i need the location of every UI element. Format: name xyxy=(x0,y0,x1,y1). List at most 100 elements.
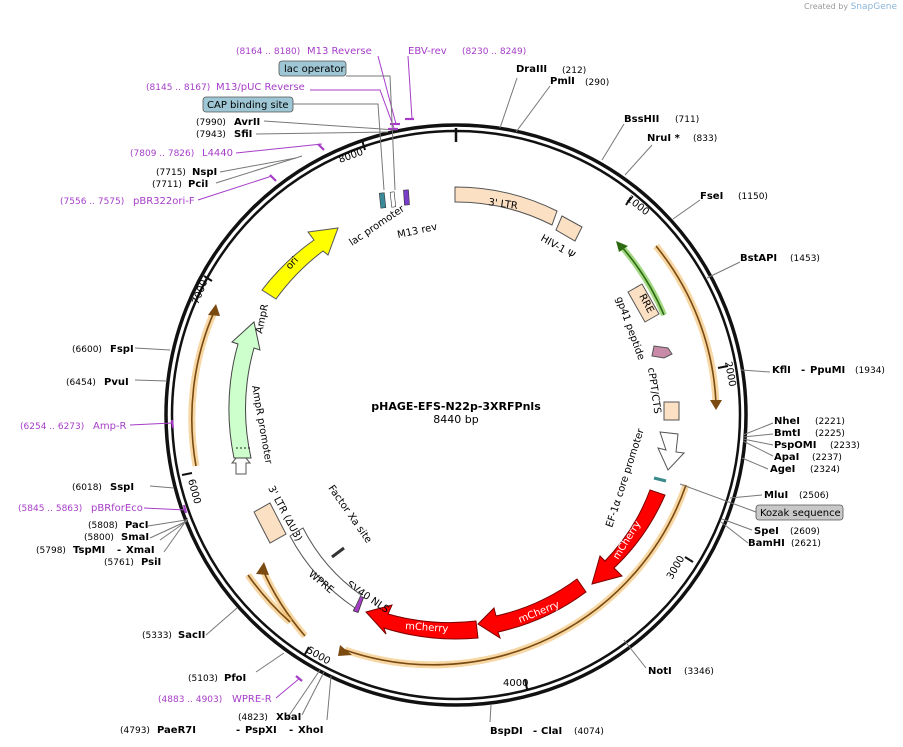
enzyme-bamhi: BamHI xyxy=(748,538,785,549)
primer-pbr322: pBR322ori-F xyxy=(133,196,195,207)
lac-operator-box xyxy=(278,60,347,77)
enzyme-smai-pos: (5800) xyxy=(84,533,114,543)
tick-7000: 7000 xyxy=(191,278,211,306)
enzyme-nhei: NheI xyxy=(774,416,800,427)
enzyme-nrui-pos: (833) xyxy=(693,134,717,144)
enzyme-fspi: FspI xyxy=(110,344,134,355)
enzyme-nspi-pos: (7715) xyxy=(156,168,186,178)
enzyme-mlui: MluI xyxy=(764,490,788,501)
enzyme-kfli-sep: - xyxy=(801,365,805,376)
cap-binding-box xyxy=(202,96,294,113)
primer-pbr322-pos: (7556 .. 7575) xyxy=(60,197,124,207)
enzyme-apai-pos: (2237) xyxy=(812,453,842,463)
enzyme-bsshii: BssHII xyxy=(624,114,659,125)
enzyme-pvui-pos: (6454) xyxy=(66,378,96,388)
primer-m13puc-pos: (8145 .. 8167) xyxy=(146,83,210,93)
enzyme-paer7i-sep: - xyxy=(236,725,240,736)
feature-ori xyxy=(261,227,339,300)
feature-ampr xyxy=(228,321,261,459)
enzyme-labels: DraIII (212) PmlI (290) BssHII (711) Nru… xyxy=(36,64,885,737)
enzyme-nrui: NruI * xyxy=(647,133,681,144)
enzyme-spei: SpeI xyxy=(754,526,779,537)
enzyme-xbai-pos: (4823) xyxy=(238,713,268,723)
feature-gp41-arrow xyxy=(651,345,673,359)
primer-m13rev-pos: (8164 .. 8180) xyxy=(236,47,300,57)
primer-m13rev: M13 Reverse xyxy=(307,46,372,57)
enzyme-nhei-pos: (2221) xyxy=(815,417,845,427)
feature-ampr-label: AmpR xyxy=(254,303,271,335)
primer-m13puc: M13/pUC Reverse xyxy=(216,82,305,93)
band-green-arrowhead xyxy=(616,241,628,252)
enzyme-pspomi-pos: (2233) xyxy=(830,441,860,451)
enzyme-apai: ApaI xyxy=(774,452,799,463)
feature-cppt-box xyxy=(663,401,680,421)
enzyme-pfoi: PfoI xyxy=(224,673,246,684)
enzyme-pspxi: PspXI xyxy=(245,725,277,736)
enzyme-noti: NotI xyxy=(648,666,672,677)
feature-lac-promoter-label: lac promoter xyxy=(348,203,408,248)
enzyme-bsshii-pos: (711) xyxy=(675,115,699,125)
tick-6000: 6000 xyxy=(185,478,202,505)
band-mcherry-region xyxy=(343,483,690,669)
feature-mcherry-2 xyxy=(477,578,587,640)
enzyme-agei-pos: (2324) xyxy=(810,465,840,475)
plasmid-name: pHAGE-EFS-N22p-3XRFPnls xyxy=(371,400,541,413)
feature-lac-operator xyxy=(389,191,397,208)
enzyme-tspmi: TspMI xyxy=(73,545,105,556)
enzyme-draiii-pos: (212) xyxy=(562,66,586,76)
primer-ebvrev: EBV-rev xyxy=(408,46,447,57)
kozak-label: Kozak sequence xyxy=(760,508,841,519)
enzyme-bmti: BmtI xyxy=(774,428,801,439)
feature-m13-rev xyxy=(403,189,410,206)
primer-labels: (8164 .. 8180) M13 Reverse EBV-rev (8230… xyxy=(18,46,526,705)
primer-ampr-pos: (6254 .. 6273) xyxy=(20,422,84,432)
feature-mcherry-3-label: mCherry xyxy=(405,621,449,635)
backbone-outer xyxy=(164,123,748,707)
band-ampr-region xyxy=(188,310,218,467)
feature-rre-box xyxy=(627,283,660,323)
enzyme-bstapi-pos: (1453) xyxy=(790,254,820,264)
feature-factorxa-mark xyxy=(331,546,345,559)
enzyme-sspi-pos: (6018) xyxy=(72,483,102,493)
enzyme-paer7i-pos: (4793) xyxy=(120,726,150,736)
tick-3000: 3000 xyxy=(665,554,687,582)
enzyme-xbai: XbaI xyxy=(276,712,301,723)
enzyme-xhoi: XhoI xyxy=(298,725,323,736)
enzyme-ppumi-pos: (1934) xyxy=(855,366,885,376)
feature-mcherry-3 xyxy=(365,604,479,640)
primer-l4440-pos: (7809 .. 7826) xyxy=(130,149,194,159)
enzyme-avrii-pos: (7990) xyxy=(196,118,226,128)
primer-pbrforeco-pos: (5845 .. 5863) xyxy=(18,504,82,514)
enzyme-pspxi-sep: - xyxy=(289,725,293,736)
tick-4000: 4000 xyxy=(503,678,528,689)
enzyme-psii: PsiI xyxy=(141,557,161,568)
enzyme-pcii: PciI xyxy=(188,179,208,190)
enzyme-pcii-pos: (7711) xyxy=(152,180,182,190)
enzyme-agei: AgeI xyxy=(770,464,795,475)
enzyme-tspmi-pos: (5798) xyxy=(36,546,66,556)
enzyme-xmai: XmaI xyxy=(126,545,155,556)
enzyme-pfoi-pos: (5103) xyxy=(188,674,218,684)
kozak-box xyxy=(755,504,844,521)
enzyme-clai-pos: (4074) xyxy=(574,727,604,737)
enzyme-sacii: SacII xyxy=(178,630,205,641)
feature-ampr-promoter-label: AmpR promoter xyxy=(249,385,274,466)
enzyme-draiii: DraIII xyxy=(516,64,547,75)
credit-prefix: Created by xyxy=(804,2,849,11)
lac-operator-label: lac operator xyxy=(284,64,345,75)
enzyme-pmli: PmlI xyxy=(550,76,575,87)
feature-kozak-mark xyxy=(653,476,667,483)
enzyme-sfii: SfiI xyxy=(234,129,252,140)
primer-ebvrev-pos: (8230 .. 8249) xyxy=(462,47,526,57)
feature-cap-site xyxy=(378,192,387,209)
primer-l4440: L4440 xyxy=(202,148,233,159)
enzyme-tspmi-sep: - xyxy=(117,545,121,556)
enzyme-psii-pos: (5761) xyxy=(104,558,134,568)
plasmid-length: 8440 bp xyxy=(433,413,478,426)
enzyme-clai: ClaI xyxy=(541,726,562,737)
enzyme-sspi: SspI xyxy=(110,482,134,493)
tick-2000: 2000 xyxy=(722,361,737,388)
enzyme-kfli: KflI xyxy=(772,365,791,376)
enzyme-bamhi-pos: (2621) xyxy=(791,539,821,549)
